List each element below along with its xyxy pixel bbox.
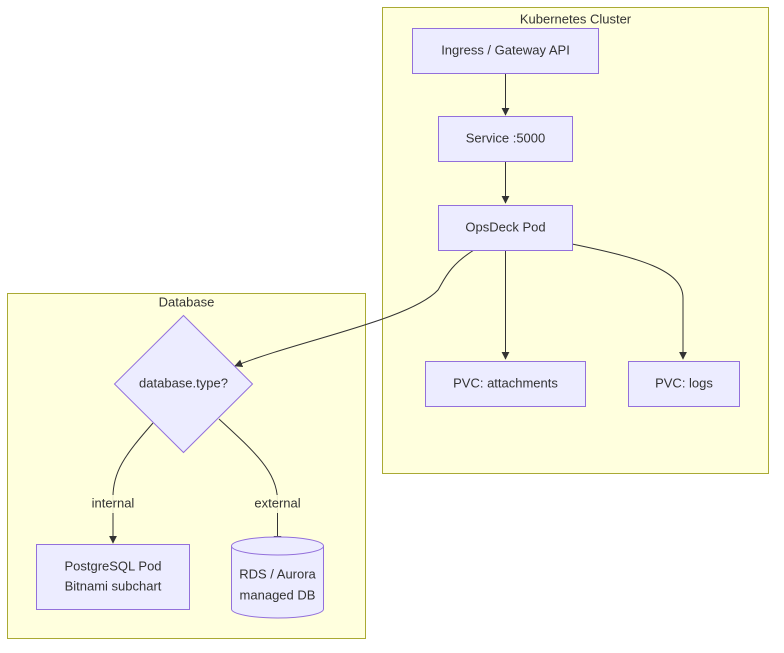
node-database-type-label: database.type? — [139, 375, 228, 390]
edge-label-external-text: external — [254, 495, 300, 510]
node-pvc-attachments-box[interactable] — [425, 361, 586, 407]
edge-label-internal: internal — [88, 495, 138, 513]
node-pvc-attachments[interactable]: PVC: attachments — [425, 361, 586, 407]
node-pvc-attachments-label: PVC: attachments — [453, 375, 558, 390]
node-pvc-logs-label: PVC: logs — [655, 375, 713, 390]
node-service[interactable]: Service :5000 — [438, 116, 573, 162]
node-opsdeck-pod[interactable]: OpsDeck Pod — [438, 205, 573, 251]
node-service-box[interactable] — [438, 116, 573, 162]
node-rds-aurora-line1: RDS / Aurora — [239, 566, 316, 581]
edge-pod-to-db-type — [234, 249, 475, 368]
node-pvc-logs-box[interactable] — [628, 361, 740, 407]
node-ingress-box[interactable] — [412, 28, 599, 74]
node-ingress-label: Ingress / Gateway API — [441, 42, 570, 57]
edges — [109, 74, 687, 544]
node-database-type-diamond[interactable] — [113, 314, 254, 454]
edge-label-external-bg — [250, 495, 305, 513]
node-opsdeck-pod-label: OpsDeck Pod — [465, 219, 545, 234]
node-postgresql-pod-box[interactable] — [36, 544, 190, 610]
node-postgresql-pod-line2: Bitnami subchart — [65, 578, 162, 593]
node-postgresql-pod[interactable]: PostgreSQL Pod Bitnami subchart — [36, 544, 190, 610]
node-rds-aurora-cylinder[interactable] — [230, 536, 324, 619]
node-ingress[interactable]: Ingress / Gateway API — [412, 28, 599, 74]
node-postgresql-pod-line1: PostgreSQL Pod — [64, 558, 161, 573]
edge-label-external: external — [250, 495, 305, 513]
database-cluster-label: Database — [159, 294, 215, 309]
node-rds-aurora-line2: managed DB — [240, 587, 316, 602]
node-database-type-decision[interactable]: database.type? — [113, 314, 254, 454]
edge-label-internal-text: internal — [92, 495, 135, 510]
edge-pod-to-pvc-logs — [571, 243, 687, 360]
node-rds-aurora[interactable]: RDS / Aurora managed DB — [230, 536, 324, 619]
node-service-label: Service :5000 — [466, 130, 546, 145]
kubernetes-cluster-label: Kubernetes Cluster — [520, 11, 632, 26]
node-opsdeck-pod-box[interactable] — [438, 205, 573, 251]
node-pvc-logs[interactable]: PVC: logs — [628, 361, 740, 407]
edge-label-internal-bg — [88, 495, 138, 513]
